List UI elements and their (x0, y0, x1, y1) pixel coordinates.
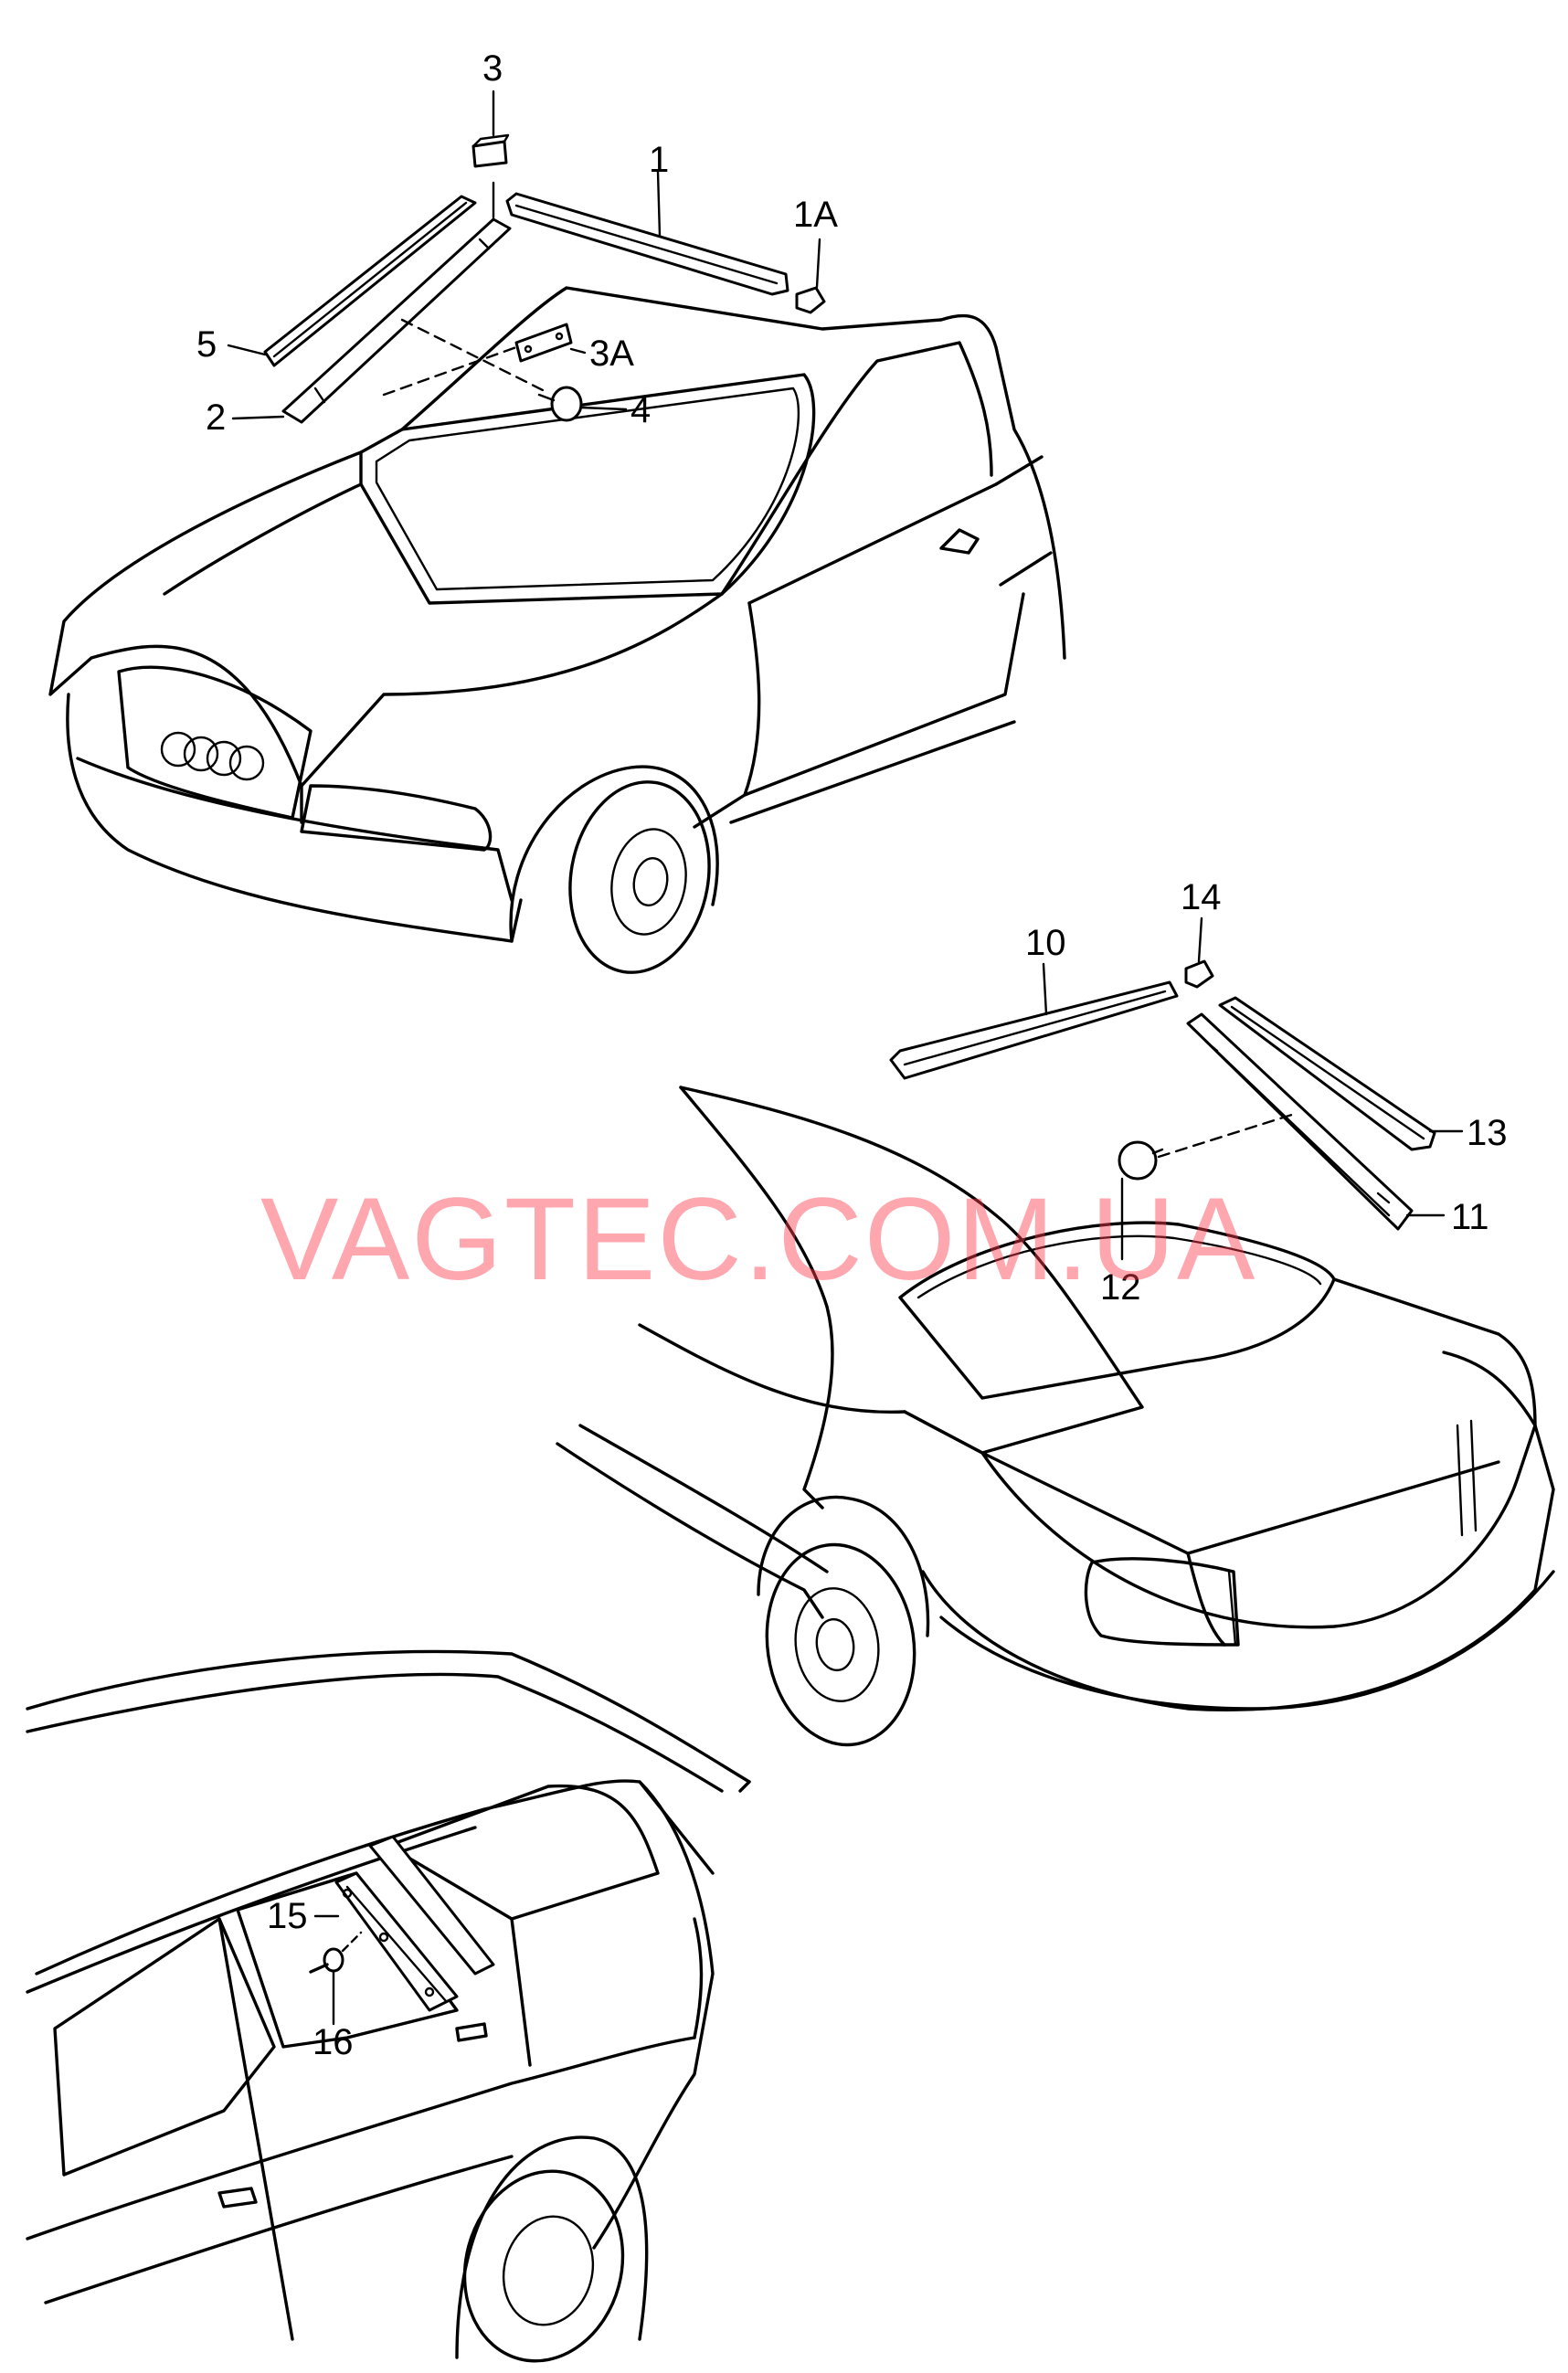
part-16-screw (309, 1947, 344, 1974)
callout-labels: 1 1A 2 3 3A 4 5 10 11 12 13 14 15 16 (196, 48, 1508, 2062)
callout-13: 13 (1467, 1113, 1508, 1153)
audi-rings-logo (160, 731, 265, 781)
part-3-end-cap (471, 133, 510, 168)
callout-16: 16 (313, 2022, 354, 2062)
part-14-clip (1184, 959, 1214, 989)
front-sedan-illustration (48, 286, 1066, 974)
part-1-windshield-top-trim (505, 192, 789, 296)
part-12-rivet (1118, 1140, 1164, 1181)
avant-leader-lines (313, 1914, 363, 2026)
callout-2: 2 (206, 397, 226, 438)
avant-wagon-illustration (26, 1649, 751, 2363)
callout-3a: 3A (589, 334, 634, 374)
part-15-b-pillar-trim (334, 1835, 495, 2012)
front-leader-lines (227, 90, 821, 420)
part-10-rear-window-top-trim (889, 980, 1179, 1080)
callout-10: 10 (1025, 923, 1066, 963)
callout-1: 1 (649, 140, 669, 180)
part-11-pillar-trim (1186, 1012, 1414, 1231)
callout-3: 3 (482, 48, 503, 89)
callout-4: 4 (630, 390, 651, 430)
rear-leader-lines (1042, 916, 1464, 1261)
part-3a-bracket (514, 323, 573, 363)
callout-11: 11 (1451, 1197, 1489, 1237)
part-5-pillar-cover (263, 195, 477, 367)
part-2-pillar-trim (281, 217, 512, 424)
watermark-text: VAGTEC.COM.UA (260, 1174, 1256, 1305)
callout-5: 5 (196, 324, 217, 365)
callout-15: 15 (267, 1896, 308, 1936)
part-1a-clip (795, 286, 826, 314)
rear-sedan-illustration (556, 1086, 1555, 1747)
callout-1a: 1A (793, 195, 838, 235)
part-13-pillar-cover (1218, 996, 1436, 1151)
callout-12: 12 (1100, 1267, 1141, 1308)
part-4-rivet (537, 386, 583, 422)
callout-14: 14 (1181, 877, 1222, 917)
